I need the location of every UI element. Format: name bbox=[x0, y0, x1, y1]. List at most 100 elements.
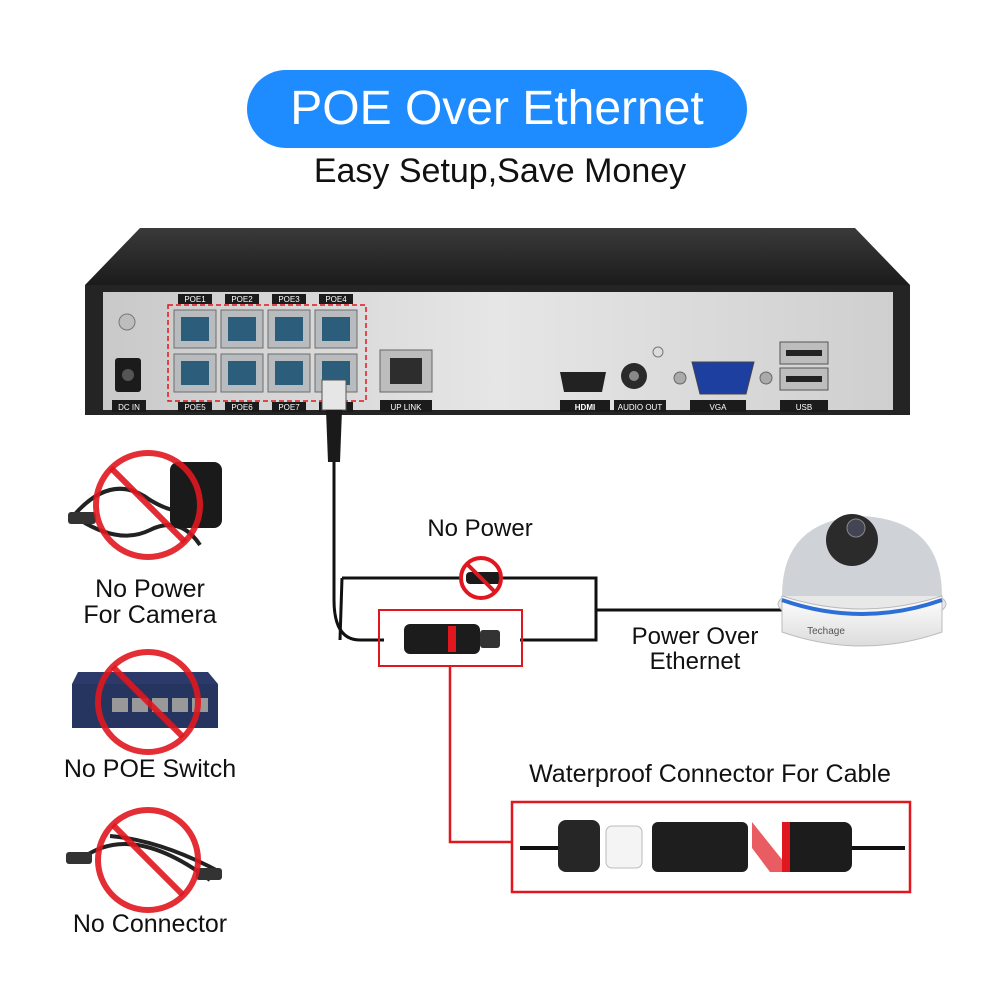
usb-slot-2 bbox=[786, 376, 822, 382]
poe-port-label: POE6 bbox=[231, 403, 253, 412]
poe-port-socket bbox=[228, 361, 256, 385]
wiring bbox=[338, 556, 782, 844]
no-adapter-prohibit-slash bbox=[108, 465, 188, 545]
inline-connector-tail bbox=[480, 630, 500, 648]
hdmi-label: HDMI bbox=[575, 403, 595, 412]
connector-detail bbox=[510, 800, 912, 894]
poe-port-label: POE4 bbox=[325, 295, 347, 304]
uplink-label-bg bbox=[380, 400, 432, 412]
no-connector-prohibit-icon bbox=[95, 807, 201, 913]
adapter-body bbox=[170, 462, 222, 528]
ground-screw-icon bbox=[118, 313, 136, 331]
detail-body bbox=[652, 822, 748, 872]
adapter-plug-tip bbox=[68, 512, 96, 524]
no-poe-switch-label: No POE Switch bbox=[63, 755, 237, 783]
camera-brand-label: Techage bbox=[807, 626, 845, 637]
no-switch-prohibit-slash bbox=[110, 664, 186, 740]
no-power-camera-line1: No Power bbox=[95, 575, 205, 603]
splitter-plug-left bbox=[66, 852, 92, 864]
no-power-camera-line2: For Camera bbox=[83, 601, 217, 629]
dc-in-label: DC IN bbox=[118, 403, 140, 412]
poe-label-line2: Ethernet bbox=[649, 648, 741, 675]
no-connector-label: No Connector bbox=[72, 910, 228, 938]
poe-port-label: POE7 bbox=[278, 403, 300, 412]
dc-in-jack-icon bbox=[122, 369, 134, 381]
inline-connector-ring bbox=[448, 626, 456, 652]
vga-label-bg bbox=[690, 400, 746, 412]
poe-highlight-box bbox=[167, 304, 367, 402]
cable-loop-left bbox=[338, 577, 344, 641]
hdmi-port bbox=[560, 372, 606, 392]
usb-label: USB bbox=[796, 403, 812, 412]
poe-label-bg bbox=[178, 294, 212, 304]
nvr-device: DC IN POE1POE2POE3POE4POE5POE6POE7POE8 U… bbox=[85, 228, 910, 415]
no-power-label: No Power bbox=[427, 515, 533, 542]
no-connector-prohibit-slash bbox=[110, 822, 186, 898]
switch-port-1 bbox=[112, 698, 128, 712]
splitter-cable-1 bbox=[78, 842, 212, 882]
audio-label-bg bbox=[614, 400, 666, 412]
poe-port-socket bbox=[181, 317, 209, 341]
power-adapter-item bbox=[68, 450, 222, 560]
rj45-plug-head bbox=[321, 379, 347, 411]
poe-label-bg bbox=[272, 294, 306, 304]
ethernet-plug bbox=[321, 379, 384, 642]
poe-label-bg bbox=[225, 402, 259, 412]
dc-splice-plug bbox=[466, 572, 502, 584]
switch-port-4 bbox=[172, 698, 188, 712]
vga-screw-right bbox=[759, 371, 773, 385]
vga-screw-left bbox=[673, 371, 687, 385]
uplink-socket bbox=[390, 358, 422, 384]
audio-jack-icon bbox=[629, 371, 639, 381]
splitter-plug-right bbox=[196, 868, 222, 880]
poe-switch-item bbox=[72, 649, 218, 755]
vga-port bbox=[691, 361, 755, 395]
detail-gasket bbox=[605, 825, 643, 869]
poe-port-socket bbox=[322, 317, 350, 341]
splitter-cable-2 bbox=[109, 834, 221, 874]
no-power-camera-label: No Power For Camera bbox=[40, 576, 260, 628]
uplink-label: UP LINK bbox=[391, 403, 423, 412]
camera-blue-stripe bbox=[781, 598, 943, 616]
poe-port-socket bbox=[275, 361, 303, 385]
hdmi-label-bg bbox=[560, 400, 610, 412]
no-adapter-prohibit-icon bbox=[93, 450, 203, 560]
power-over-ethernet-label: Power Over Ethernet bbox=[600, 624, 790, 674]
dc-in-label-bg bbox=[112, 400, 146, 412]
waterproof-label: Waterproof Connector For Cable bbox=[529, 760, 891, 788]
audio-out-label: AUDIO OUT bbox=[618, 403, 663, 412]
camera-lens-icon bbox=[846, 518, 866, 538]
poe-port-socket bbox=[275, 317, 303, 341]
poe-label-bg bbox=[319, 294, 353, 304]
detail-socket bbox=[782, 822, 852, 872]
usb-slot-1 bbox=[786, 350, 822, 356]
detail-cap bbox=[558, 820, 600, 872]
nvr-top bbox=[85, 228, 910, 285]
poe-port-label: POE2 bbox=[231, 295, 253, 304]
poe-label-bg bbox=[272, 402, 306, 412]
audio-headphone-icon bbox=[652, 346, 664, 358]
poe-port-socket bbox=[228, 317, 256, 341]
usb-label-bg bbox=[780, 400, 828, 412]
inline-waterproof-connector bbox=[404, 624, 480, 654]
title-banner: POE Over Ethernet bbox=[247, 70, 747, 148]
poe-port-socket bbox=[181, 361, 209, 385]
no-switch-prohibit-icon bbox=[95, 649, 201, 755]
no-power-prohibit-slash bbox=[465, 562, 497, 594]
poe-port-label: POE1 bbox=[184, 295, 206, 304]
poe-port-label: POE3 bbox=[278, 295, 300, 304]
detail-socket-ring bbox=[782, 822, 790, 872]
no-power-prohibit-icon bbox=[459, 556, 503, 600]
poe-label-bg bbox=[225, 294, 259, 304]
splitter-item bbox=[66, 807, 222, 913]
callout-leader-line bbox=[448, 666, 512, 844]
poe-label-line1: Power Over bbox=[631, 623, 759, 650]
subtitle: Easy Setup,Save Money bbox=[313, 152, 687, 190]
rj45-boot bbox=[326, 410, 342, 462]
dome-camera: Techage bbox=[777, 514, 947, 647]
vga-label: VGA bbox=[710, 403, 728, 412]
poe-label-bg bbox=[178, 402, 212, 412]
poe-port-label: POE5 bbox=[184, 403, 206, 412]
